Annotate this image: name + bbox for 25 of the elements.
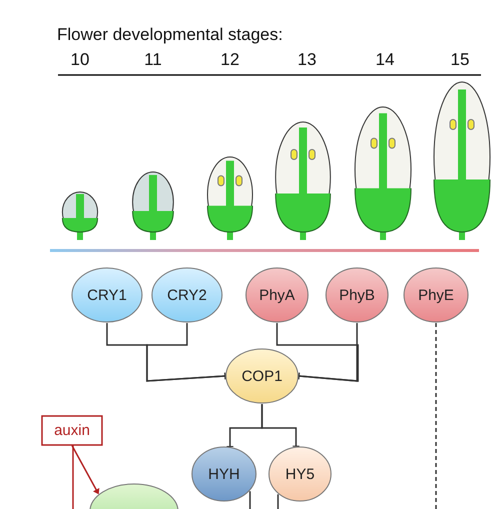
stage-number: 11 [143, 50, 163, 70]
protein-ellipse: PhyE [403, 267, 469, 323]
label-box: auxin [41, 414, 103, 446]
connector-line [277, 494, 279, 509]
stage-number: 15 [450, 50, 470, 70]
connector-line [435, 323, 437, 509]
diagram-title: Flower developmental stages: [57, 25, 283, 45]
stage-number: 14 [374, 50, 396, 70]
protein-ellipse: CRY2 [151, 267, 223, 323]
protein-ellipse: HYH [191, 446, 257, 502]
stage-number: 12 [220, 50, 240, 70]
protein-ellipse: PhyA [245, 267, 309, 323]
connector-line [72, 446, 74, 509]
inhibition-line [298, 323, 358, 382]
inhibition-line [146, 323, 226, 382]
stage-number: 13 [296, 50, 318, 70]
stage-number: 10 [70, 50, 90, 70]
protein-ellipse: HY5 [268, 446, 332, 502]
arrow [71, 445, 100, 494]
protein-ellipse: PhyB [325, 267, 389, 323]
protein-ellipse: COP1 [225, 348, 299, 404]
connector-line [249, 491, 251, 509]
inhibition-line [276, 323, 359, 382]
protein-ellipse: CRY1 [71, 267, 143, 323]
inhibition-line [261, 404, 300, 447]
